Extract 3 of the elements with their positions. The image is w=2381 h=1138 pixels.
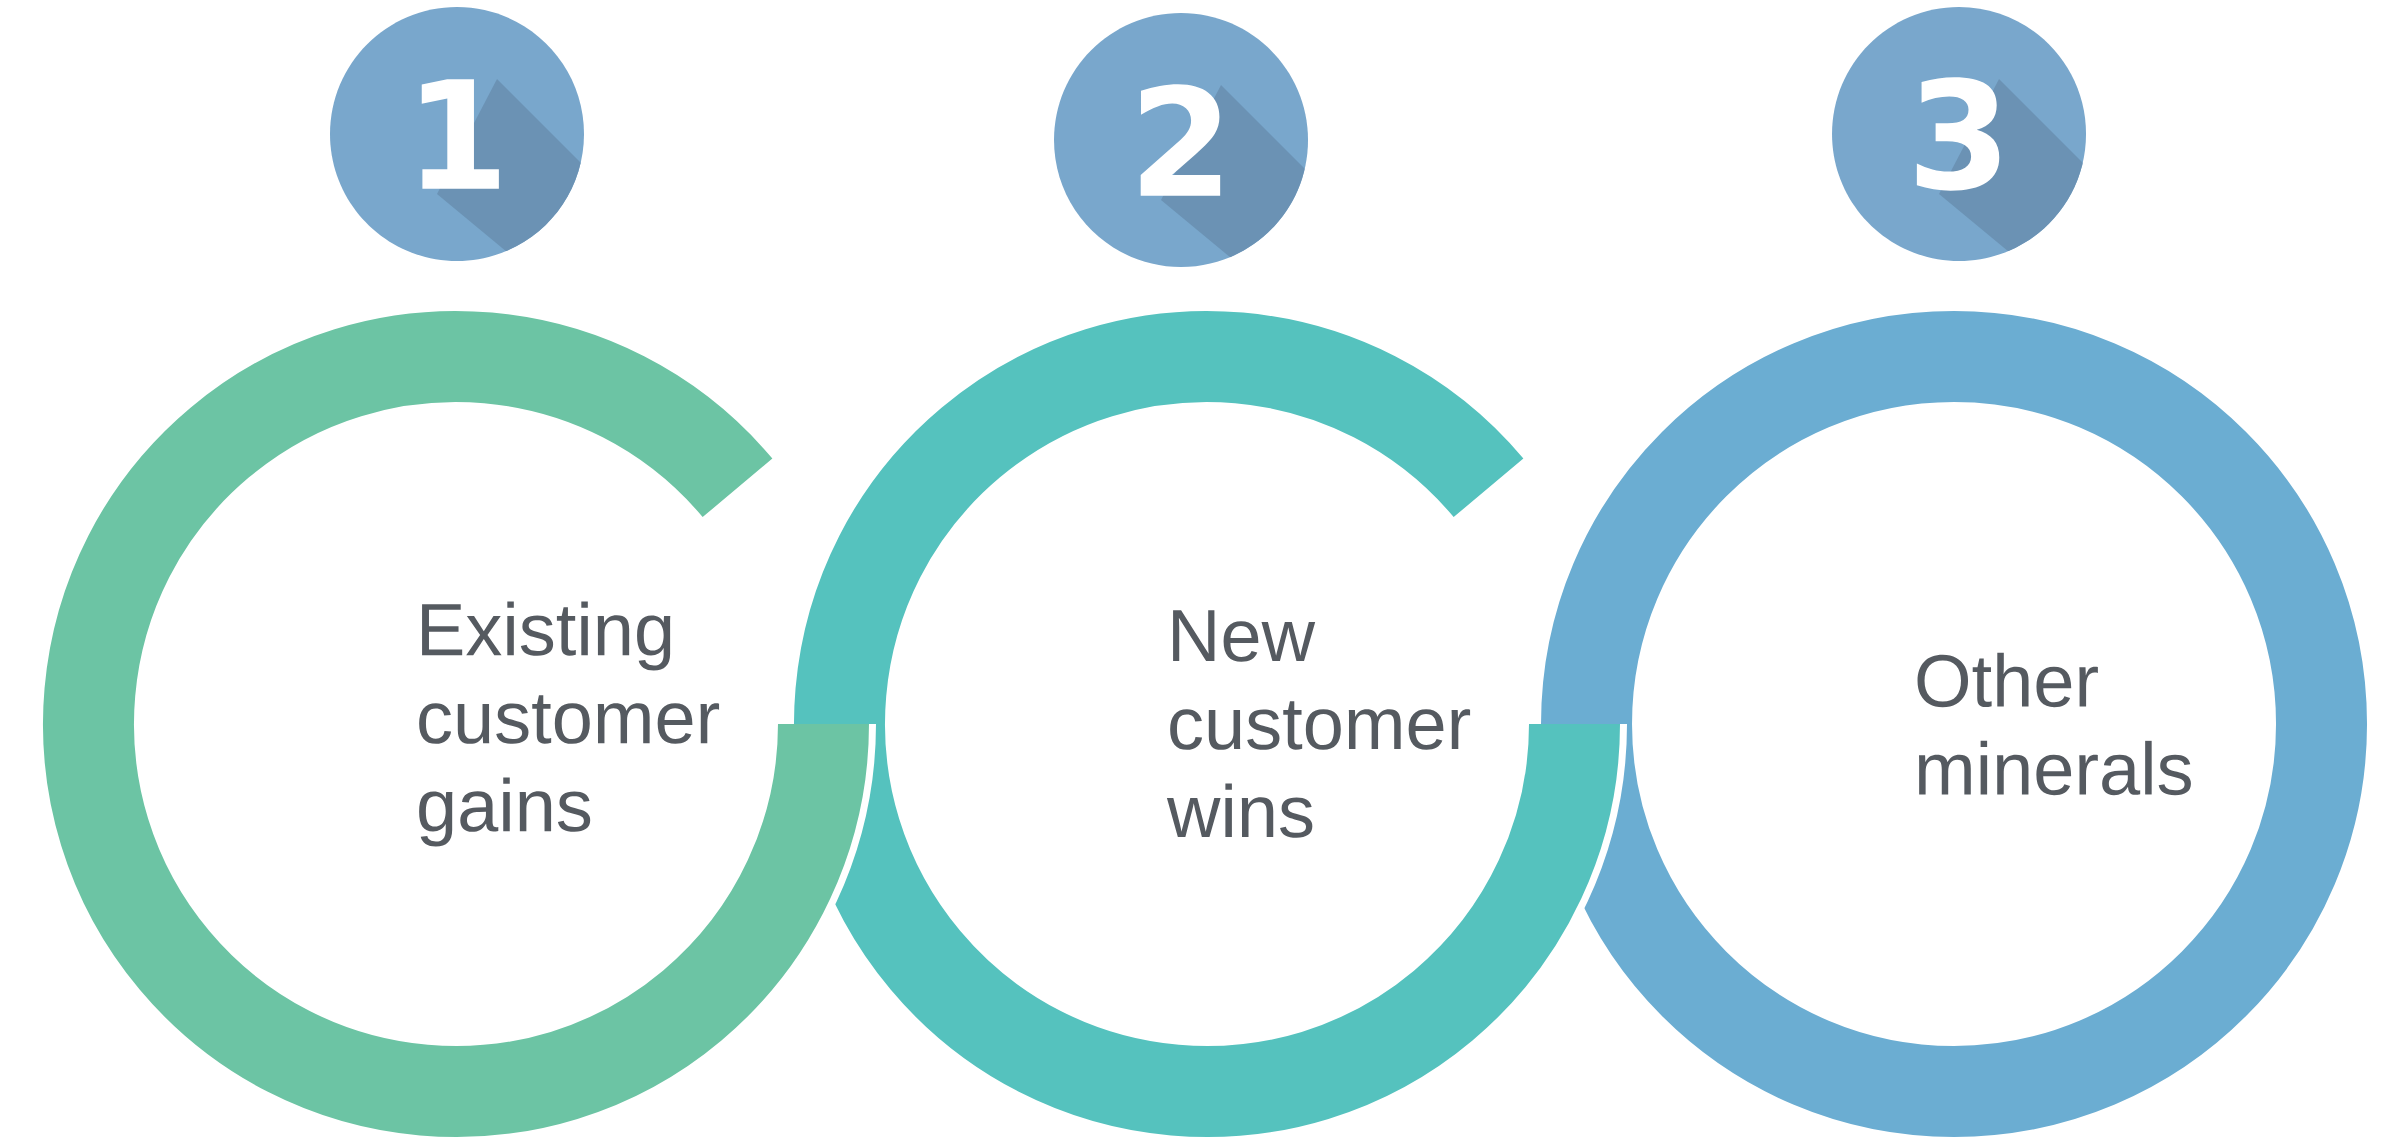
number-badge: 1 <box>330 7 584 261</box>
number-badge: 2 <box>1054 13 1308 267</box>
number-badge: 3 <box>1832 7 2087 261</box>
